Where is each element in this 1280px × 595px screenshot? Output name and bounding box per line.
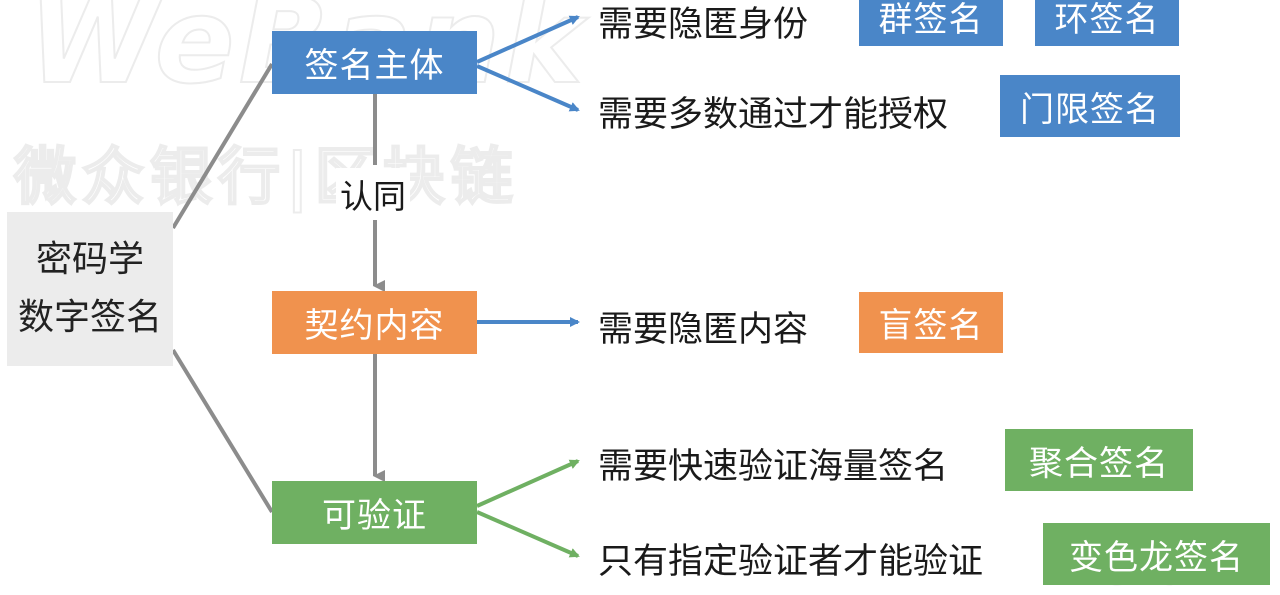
connector-lines bbox=[171, 15, 580, 558]
scheme-blind-signature: 盲签名 bbox=[859, 292, 1003, 353]
verifiable-to-fast-verify-arrow bbox=[476, 459, 580, 508]
need-fast-verify: 需要快速验证海量签名 bbox=[598, 447, 949, 487]
edge-label-endorse: 认同 bbox=[336, 168, 410, 220]
need-hide-identity: 需要隐匿身份 bbox=[598, 5, 809, 45]
watermark-chinese: 微众银行|区块链 bbox=[13, 139, 519, 214]
root-to-verifiable-line bbox=[171, 348, 274, 514]
scheme-group-signature: 群签名 bbox=[859, 0, 1003, 46]
root-to-signer-line bbox=[171, 62, 274, 230]
verifiable-to-designated-arrow bbox=[476, 510, 580, 558]
need-majority-auth: 需要多数通过才能授权 bbox=[598, 95, 949, 135]
root-label-line1: 密码学 bbox=[35, 239, 144, 280]
scheme-chameleon-signature: 变色龙签名 bbox=[1043, 523, 1270, 585]
root-node-digital-signature: 密码学 数字签名 bbox=[7, 212, 173, 366]
category-content-box: 契约内容 bbox=[272, 291, 477, 354]
scheme-ring-signature: 环签名 bbox=[1035, 0, 1179, 46]
category-signer-box: 签名主体 bbox=[272, 31, 477, 94]
need-hide-content: 需要隐匿内容 bbox=[598, 310, 809, 350]
signer-to-majority-arrow bbox=[476, 64, 580, 112]
category-verifiable-box: 可验证 bbox=[272, 481, 477, 544]
root-label-line2: 数字签名 bbox=[17, 297, 162, 338]
scheme-aggregate-signature: 聚合签名 bbox=[1005, 429, 1193, 491]
signer-to-hide-identity-arrow bbox=[476, 15, 580, 64]
scheme-threshold-signature: 门限签名 bbox=[1000, 75, 1180, 137]
need-designated-verify: 只有指定验证者才能验证 bbox=[598, 542, 984, 582]
